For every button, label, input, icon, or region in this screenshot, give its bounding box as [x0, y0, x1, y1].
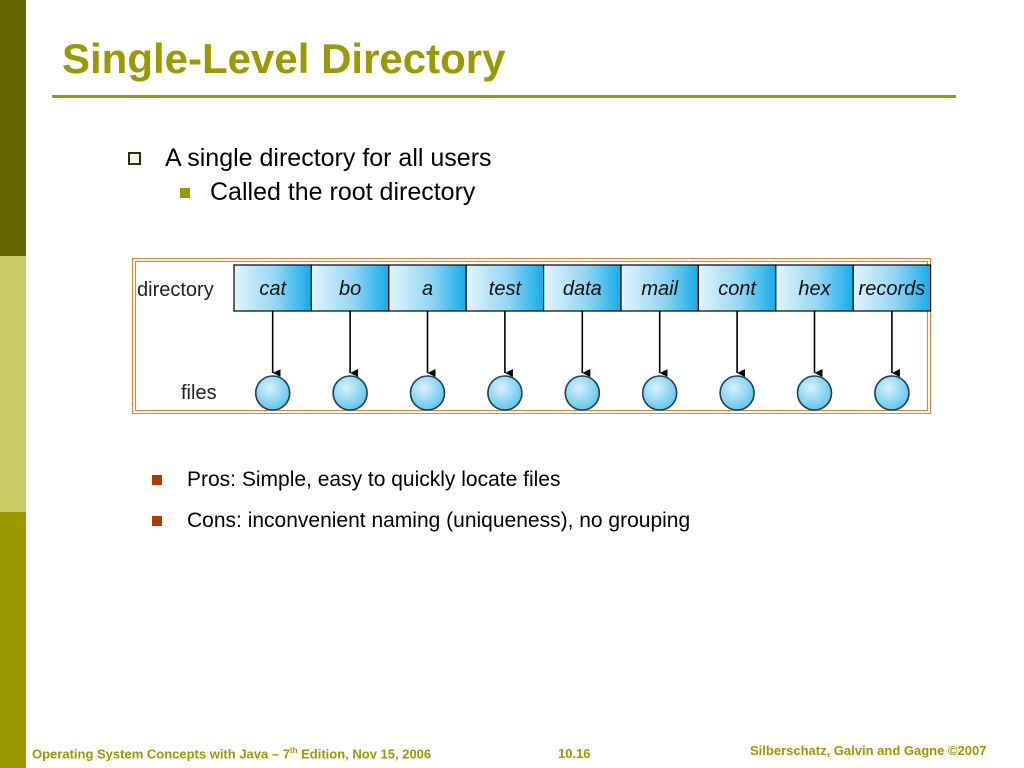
square-bullet-icon: [152, 516, 162, 526]
directory-entry-label: mail: [641, 278, 678, 300]
directory-entry-label: cont: [718, 278, 757, 300]
directory-entry-cell: [775, 264, 854, 312]
directory-entry-label: data: [563, 278, 602, 300]
sidebar-band-top: [0, 0, 26, 256]
pros-text: Pros: Simple, easy to quickly locate fil…: [187, 468, 561, 491]
hollow-square-bullet-icon: [128, 152, 141, 165]
file-node: [874, 375, 910, 411]
slide-title: Single-Level Directory: [62, 35, 506, 82]
file-node: [564, 375, 601, 411]
sidebar-band-middle: [0, 256, 26, 512]
file-node: [641, 375, 678, 411]
cons-text: Cons: inconvenient naming (uniqueness), …: [187, 509, 691, 532]
file-node: [719, 375, 755, 411]
directory-entry-label: cat: [259, 278, 287, 300]
sub-bullet-text: Called the root directory: [210, 178, 476, 206]
file-node: [332, 375, 368, 411]
directory-entry-cell: [697, 264, 777, 312]
square-bullet-icon: [180, 187, 190, 198]
cons-bullet: Cons: inconvenient naming (uniqueness), …: [152, 509, 690, 533]
sidebar-band-bottom: [0, 512, 26, 768]
file-node: [487, 375, 523, 411]
files-label: files: [181, 382, 217, 404]
square-bullet-icon: [152, 475, 162, 485]
footer-authors: Silberschatz, Galvin and Gagne ©2007: [750, 743, 987, 758]
directory-entry-cell: [543, 264, 622, 312]
directory-entry-cell: [388, 264, 467, 312]
bullet-level1: A single directory for all users: [128, 144, 492, 173]
directory-entry-label: hex: [798, 278, 831, 300]
bullet-text: A single directory for all users: [165, 144, 492, 172]
directory-entry-label: test: [489, 278, 523, 300]
directory-entry-label: a: [422, 278, 433, 300]
title-underline: [52, 95, 956, 98]
directory-entry-cell: [233, 264, 313, 312]
footer-page-number: 10.16: [558, 746, 591, 761]
directory-label: directory: [137, 279, 214, 301]
bullet-level2: Called the root directory: [180, 178, 475, 207]
diagram-frame-outer: [132, 258, 931, 414]
footer-book-title: Operating System Concepts with Java – 7t…: [32, 746, 432, 762]
single-level-directory-diagram: directory files cat bo a test data mail cont he…: [132, 258, 932, 414]
file-node: [254, 375, 291, 411]
file-node: [409, 375, 446, 411]
directory-entry-label: bo: [339, 278, 361, 300]
file-node: [796, 375, 833, 411]
pros-bullet: Pros: Simple, easy to quickly locate fil…: [152, 468, 561, 492]
directory-entry-label: records: [859, 278, 926, 300]
directory-entry-cell: [620, 264, 700, 312]
